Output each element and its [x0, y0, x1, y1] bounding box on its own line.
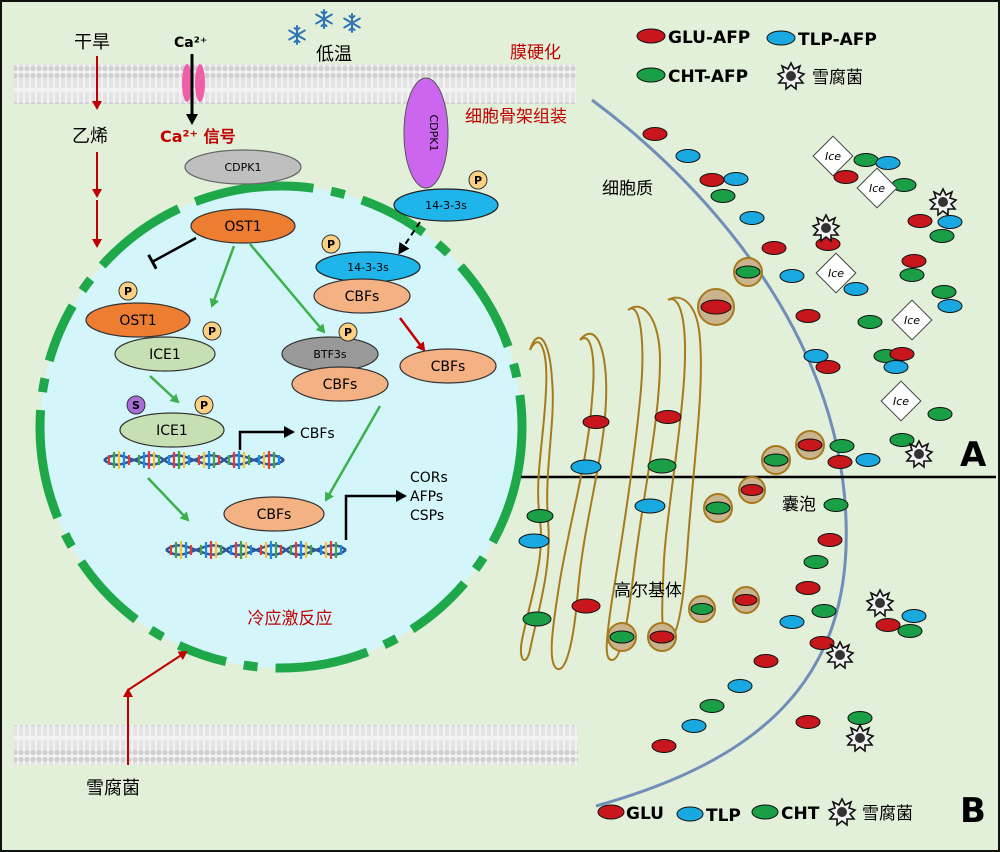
- calcium-signal-label: Ca²⁺ 信号: [160, 127, 236, 146]
- cdpk1-top-label: CDPK1: [225, 161, 262, 174]
- ice-crystal-icon: Ice: [893, 395, 909, 408]
- ice1-modified-label: ICE1: [156, 423, 188, 439]
- calcium-ion-label: Ca²⁺: [174, 35, 207, 51]
- ice-crystal-icon: Ice: [828, 267, 844, 280]
- cbfs-bound-1433-label: CBFs: [345, 289, 380, 305]
- legend-bottom: GLU TLP CHT 雪腐菌: [597, 798, 913, 826]
- protein-14-3-3-membrane: [393, 188, 499, 222]
- cytoplasm-label: 细胞质: [602, 179, 653, 199]
- phosphate-label: P: [200, 399, 208, 412]
- ost1-complex-label: OST1: [119, 313, 156, 329]
- ice-crystals: Ice Ice Ice Ice Ice: [812, 135, 933, 422]
- phosphate-mark: [338, 322, 358, 342]
- snow-mold-label: 雪腐菌: [86, 778, 140, 799]
- btf3s-label: BTF3s: [313, 348, 347, 361]
- nuclear-envelope: [35, 181, 527, 673]
- sumo-label: S: [132, 399, 140, 412]
- phosphate-label: P: [327, 238, 335, 251]
- legend-glu: GLU: [626, 804, 664, 824]
- vesicle-label: 囊泡: [782, 495, 816, 515]
- membrane-rigidification-label: 膜硬化: [510, 43, 561, 63]
- cbfs-free: [399, 348, 497, 384]
- legend-top: GLU-AFP TLP-AFP CHT-AFP 雪腐菌: [636, 28, 877, 90]
- ice-crystal-icon: Ice: [869, 182, 885, 195]
- cdpk1-membrane-label: CDPK1: [427, 115, 440, 152]
- cbfs-bound-btf3-label: CBFs: [323, 377, 358, 393]
- ost1-main: [190, 208, 296, 244]
- low-temperature-label: 低温: [316, 44, 352, 65]
- plasma-membrane-top: [14, 64, 576, 104]
- inhibition-line: [147, 236, 197, 270]
- stress-signal-arrows: [92, 56, 188, 765]
- legend-cht: CHT: [781, 804, 820, 824]
- cold-response-label: 冷应激反应: [248, 609, 333, 629]
- cbfs-bound-1433: [313, 278, 411, 314]
- phosphate-label: P: [344, 326, 352, 339]
- drought-label: 干旱: [74, 32, 110, 53]
- legend-tlp-afp: TLP-AFP: [798, 30, 877, 50]
- cbfs-bound-btf3: [291, 366, 389, 402]
- ice-crystal-icon: Ice: [904, 314, 920, 327]
- ice1-complex-label: ICE1: [149, 347, 181, 363]
- vesicles: [607, 257, 825, 652]
- phosphate-mark: [118, 281, 138, 301]
- ost1-complex: [85, 302, 191, 338]
- cbfs-release-arrow: [399, 317, 426, 352]
- cdpk1-membrane-protein: [403, 77, 449, 189]
- activation-arrows: [147, 243, 382, 522]
- calcium-channel-icon: [182, 64, 205, 102]
- ice-crystal-icon: Ice: [825, 150, 841, 163]
- phosphate-mark: [468, 170, 488, 190]
- legend-pathogen: 雪腐菌: [812, 68, 863, 88]
- ice1-complex: [114, 336, 216, 372]
- target-gene-csps: CSPs: [410, 508, 444, 524]
- phosphate-label: P: [474, 174, 482, 187]
- transcription-arrow-2: [344, 490, 407, 540]
- protein-14-3-3-nucleus-label: 14-3-3s: [347, 261, 389, 274]
- antifreeze-proteins: [518, 127, 963, 753]
- transcription-arrow: [238, 426, 295, 450]
- plasma-membrane-curve: [591, 98, 848, 808]
- import-arrow: [398, 221, 421, 255]
- phosphate-mark: [194, 395, 214, 415]
- phosphate-label: P: [208, 325, 216, 338]
- cbfs-free-label: CBFs: [431, 359, 466, 375]
- legend-tlp: TLP: [706, 806, 741, 826]
- cbfs-target-gene: CBFs: [300, 426, 335, 442]
- protein-14-3-3-membrane-label: 14-3-3s: [425, 199, 467, 212]
- ethylene-label: 乙烯: [72, 126, 108, 147]
- cdpk1-cytoplasm: [184, 149, 302, 185]
- cbfs-on-dna: [223, 496, 325, 532]
- phosphate-label: P: [124, 285, 132, 298]
- panel-label-b: B: [960, 791, 986, 831]
- panel-label-a: A: [960, 435, 987, 475]
- ost1-main-label: OST1: [224, 219, 261, 235]
- plasma-membrane-bottom: [14, 725, 578, 765]
- cbfs-on-dna-label: CBFs: [257, 507, 292, 523]
- sumo-mark: [126, 395, 146, 415]
- ice1-modified: [119, 412, 225, 448]
- cytoskeleton-assembly-label: 细胞骨架组装: [465, 107, 567, 127]
- phosphate-mark: [202, 321, 222, 341]
- target-gene-afps: AFPs: [410, 489, 443, 505]
- legend-cht-afp: CHT-AFP: [668, 67, 748, 87]
- phosphate-mark: [321, 234, 341, 254]
- legend-pathogen-bottom: 雪腐菌: [862, 804, 913, 824]
- legend-glu-afp: GLU-AFP: [668, 28, 750, 48]
- golgi-label: 高尔基体: [614, 581, 682, 601]
- target-gene-cors: CORs: [410, 470, 448, 486]
